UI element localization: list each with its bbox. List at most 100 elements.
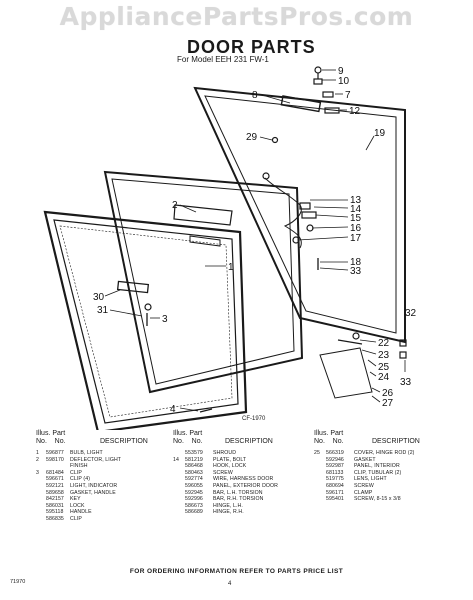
table-row: 586835 CLIP <box>36 516 171 522</box>
part-number: 592987 <box>326 463 344 470</box>
table-row: 586673 HINGE, L.H. <box>173 503 308 509</box>
callout-22: 22 <box>378 338 390 349</box>
callout-17: 17 <box>350 233 362 244</box>
part-description: BULB, LIGHT <box>70 450 103 456</box>
table-row: 595118 HANDLE <box>36 509 171 515</box>
part-description: PANEL, INTERIOR <box>354 463 400 470</box>
illus-number: 14 <box>173 456 179 463</box>
part-number: 596671 <box>46 476 64 483</box>
part-description: HOOK, LOCK <box>213 463 247 470</box>
illus-number: 2 <box>36 456 39 463</box>
part-description: LENS, LIGHT <box>354 476 387 483</box>
part-description: GASKET <box>354 456 376 463</box>
callout-25: 25 <box>378 362 390 373</box>
part-number: 592996 <box>185 496 203 503</box>
part-description: SHROUD <box>213 450 237 456</box>
page-title: DOOR PARTS <box>187 37 316 57</box>
table-row: 519775 LENS, LIGHT <box>314 476 449 482</box>
column-header-description: DESCRIPTION <box>372 438 420 445</box>
part-number: 842157 <box>46 496 64 503</box>
gasket-frame <box>43 210 248 430</box>
callout-29: 29 <box>246 132 258 143</box>
callout-24: 24 <box>378 372 390 383</box>
interior-panel-frame <box>103 170 304 394</box>
part-number: 596877 <box>46 450 64 456</box>
ordering-note: FOR ORDERING INFORMATION REFER TO PARTS … <box>129 568 344 575</box>
part-description: CLIP <box>70 516 82 522</box>
part-number: 595118 <box>46 509 64 516</box>
table-row: 595401 SCREW, 8-15 x 3/8 <box>314 496 449 502</box>
column-header-illus: Illus. Part No. No. <box>314 430 344 445</box>
part-description: HANDLE <box>70 509 92 516</box>
part-number: 598170 <box>46 456 64 463</box>
part-description: CLIP, TUBULAR (2) <box>354 469 402 476</box>
callout-31: 31 <box>97 305 109 316</box>
exploded-door-diagram: 9 10 7 8 12 29 19 13 14 15 16 17 2 1 18 … <box>43 66 417 430</box>
table-row: 592946 GASKET <box>314 457 449 463</box>
part-description: GASKET, HANDLE <box>70 489 116 496</box>
callout-23: 23 <box>378 350 390 361</box>
part-description: DEFLECTOR, LIGHT <box>70 456 122 463</box>
model-subtitle: For Model EEH 231 FW-1 <box>177 55 269 64</box>
callout-13: 13 <box>350 195 362 206</box>
part-number: 581219 <box>185 456 203 463</box>
part-description: LIGHT, INDICATOR <box>70 483 118 489</box>
part-description: BAR, L.H. TORSION <box>213 489 263 496</box>
part-number: 592774 <box>185 476 203 483</box>
part-description: KEY <box>70 496 81 503</box>
part-number: 595401 <box>326 496 344 503</box>
callout-18: 18 <box>350 257 362 268</box>
part-number: 680694 <box>326 483 344 489</box>
callout-8: 8 <box>252 90 258 101</box>
part-description: SCREW, 8-15 x 3/8 <box>354 496 401 503</box>
callout-33: 33 <box>350 266 362 277</box>
part-number: 553579 <box>185 450 203 456</box>
table-row: 14 581219 PLATE, BOLT <box>173 457 308 463</box>
part-description: PLATE, BOLT <box>213 456 247 463</box>
callout-10: 10 <box>338 76 350 87</box>
lock-plate <box>116 280 150 294</box>
table-row: 592996 BAR, R.H. TORSION <box>173 496 308 502</box>
callout-12: 12 <box>349 106 361 117</box>
part-description: BAR, R.H. TORSION <box>213 496 264 503</box>
part-description: CLIP (4) <box>70 476 91 483</box>
column-header-description: DESCRIPTION <box>225 438 273 445</box>
part-description: SCREW <box>354 483 374 489</box>
table-row: 681133 CLIP, TUBULAR (2) <box>314 470 449 476</box>
callout-4: 4 <box>170 404 176 415</box>
part-number: 596055 <box>185 483 203 489</box>
part-description: PANEL, EXTERIOR DOOR <box>213 483 279 489</box>
part-description: FINISH <box>70 463 88 470</box>
callout-19: 19 <box>374 128 386 139</box>
part-number: 589658 <box>46 489 64 496</box>
callout-7: 7 <box>345 90 351 101</box>
part-description: HINGE, L.H. <box>213 502 243 509</box>
illus-number: 1 <box>36 450 39 456</box>
table-row: 592987 PANEL, INTERIOR <box>314 463 449 469</box>
table-row: 680694 SCREW <box>314 483 449 489</box>
illus-number: 3 <box>36 469 39 476</box>
table-row: 553579 SHROUD <box>173 450 308 456</box>
key-part <box>314 66 322 74</box>
part-number: 586835 <box>46 516 64 522</box>
callout-3: 3 <box>162 314 168 325</box>
callout-26: 26 <box>382 388 394 399</box>
page-number: 4 <box>228 581 232 587</box>
table-row: 589658 GASKET, HANDLE <box>36 490 171 496</box>
part-number: 586689 <box>185 509 203 516</box>
part-number: 592946 <box>326 456 344 463</box>
part-number: 519775 <box>326 476 344 483</box>
part-description: CLIP <box>70 469 82 476</box>
part-number: 592121 <box>46 483 64 489</box>
part-number: 681484 <box>46 469 64 476</box>
table-row: 1 596877 BULB, LIGHT <box>36 450 171 456</box>
callout-2: 2 <box>172 200 178 211</box>
table-row: FINISH <box>36 463 171 469</box>
part-number: 681133 <box>326 469 344 476</box>
part-number: 596171 <box>326 489 344 496</box>
part-number: 586673 <box>185 502 203 509</box>
